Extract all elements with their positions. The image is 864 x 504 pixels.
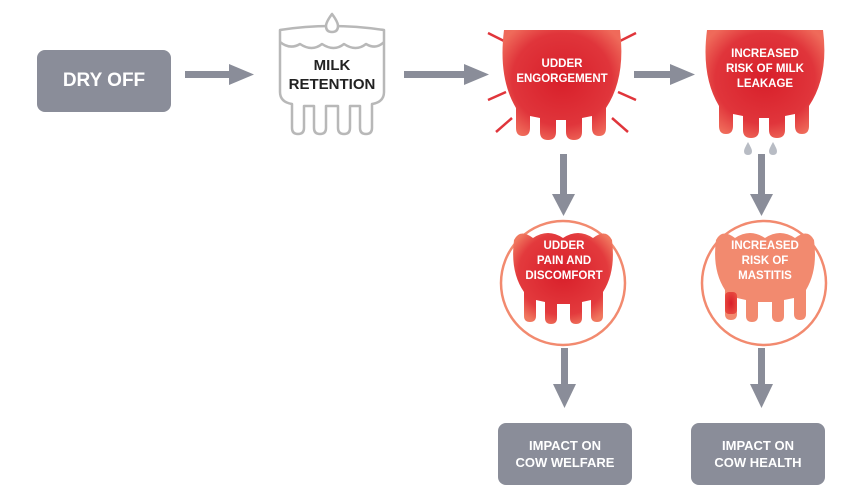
arrow-pain-to-welfare bbox=[553, 348, 576, 408]
udder-outline-icon bbox=[278, 12, 386, 136]
engorgement-line-2: ENGORGEMENT bbox=[516, 73, 607, 85]
arrow-mastitis-to-health bbox=[750, 348, 773, 408]
arrow-engorgement-to-pain bbox=[552, 154, 575, 216]
mastitis-line-2: RISK OF bbox=[742, 255, 789, 267]
mastitis-line-3: MASTITIS bbox=[738, 270, 792, 282]
painful-udder-icon bbox=[499, 219, 627, 347]
mastitis-line-1: INCREASED bbox=[731, 240, 799, 252]
milk-drops bbox=[744, 142, 777, 155]
leakage-line-2: RISK OF MILK bbox=[726, 63, 805, 75]
pain-line-1: UDDER bbox=[544, 240, 586, 252]
arrow-leakage-to-mastitis bbox=[750, 154, 773, 216]
arrow-retention-to-engorgement bbox=[404, 64, 489, 85]
milk-retention-line-1: MILK bbox=[314, 57, 351, 74]
swollen-udder-icon bbox=[487, 30, 637, 140]
engorgement-line-1: UDDER bbox=[542, 58, 584, 70]
leakage-line-3: LEAKAGE bbox=[737, 78, 794, 90]
dry-off-label: DRY OFF bbox=[62, 70, 146, 91]
leaking-udder-icon bbox=[705, 30, 825, 155]
impact-welfare-line-2: COW WELFARE bbox=[515, 455, 615, 470]
arrow-engorgement-to-leakage bbox=[634, 64, 695, 85]
impact-health-line-2: COW HEALTH bbox=[714, 455, 802, 470]
milk-retention-line-2: RETENTION bbox=[289, 76, 376, 93]
pain-line-2: PAIN AND bbox=[537, 255, 591, 267]
infected-udder-icon bbox=[700, 219, 828, 347]
impact-health-box: IMPACT ON COW HEALTH bbox=[691, 423, 825, 485]
arrow-dryoff-to-retention bbox=[185, 64, 254, 85]
dry-off-box: DRY OFF bbox=[37, 50, 171, 112]
leakage-line-1: INCREASED bbox=[731, 48, 799, 60]
impact-welfare-line-1: IMPACT ON bbox=[529, 438, 601, 453]
infection-spot bbox=[725, 292, 737, 314]
impact-welfare-box: IMPACT ON COW WELFARE bbox=[498, 423, 632, 485]
pain-line-3: DISCOMFORT bbox=[525, 270, 602, 282]
impact-health-line-1: IMPACT ON bbox=[722, 438, 794, 453]
